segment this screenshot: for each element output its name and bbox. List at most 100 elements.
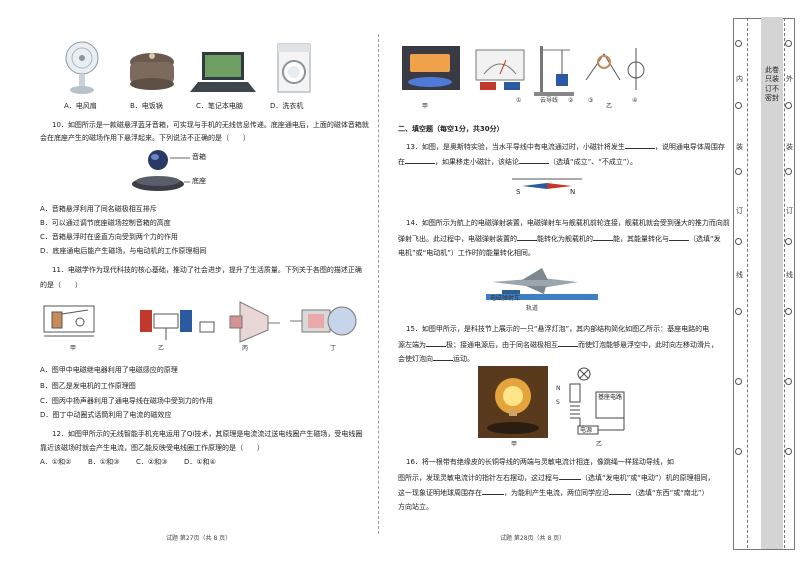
compass-needle-figure	[512, 178, 582, 189]
rice-cooker-image	[130, 53, 174, 90]
wireless-charger-image	[402, 46, 460, 90]
q12-option-c: C．②和③	[136, 458, 168, 466]
q16-line-2: 图所示，发现灵敏电流计的指针左右摆动，这过程与（选填“发电机”或“电动”）机的原…	[398, 474, 715, 482]
q10-option-c: C．音箱悬浮时在竖直方向受到两个力的作用	[40, 233, 178, 241]
electric-fan-image	[65, 41, 99, 94]
floating-bulb-circuit	[569, 367, 625, 435]
binding-strip: 内 装 订 线 外 装 订 线 此卷只装订不密封	[733, 17, 795, 550]
strip-hole	[785, 102, 792, 109]
right-page-footer: 试题 第28页（共 8 页）	[500, 535, 566, 542]
maglev-speaker-figure	[132, 150, 190, 191]
magnet-stand-image	[534, 46, 574, 96]
q11-option-b: B．图乙是发电机的工作原理图	[40, 382, 136, 390]
fig-caption-wire: 云导线	[540, 97, 559, 104]
section-heading: 二、填空题（每空1分，共30分）	[398, 125, 504, 133]
fig-label-3: ③	[588, 97, 594, 104]
left-page-footer: 试题 第27页（共 8 页）	[166, 535, 232, 542]
fig-label-bing: 丙	[242, 345, 249, 352]
strip-inner-char-4: 线	[736, 271, 743, 279]
strip-hole	[735, 168, 742, 175]
galvanometer-image	[475, 49, 525, 90]
q13-line-1: 13．如图，是奥斯特实验，当水平导线中有电流通过时，小磁针将发生，说明通电导体周…	[406, 143, 725, 151]
q12-text-1: 12．如图甲所示的无线智能手机充电运用了Qi技术，其原理是电流流过送电线圈产生磁…	[52, 430, 363, 438]
fig-label-jia: 甲	[70, 345, 77, 352]
q14-line-1: 14．如图所示为航上的电磁弹射装置，电磁弹射车与舰载机前轮连接，舰载机就会受到强…	[406, 219, 730, 227]
strip-outer-dashline	[784, 18, 785, 548]
needle-label-n: N	[570, 188, 576, 196]
q9-option-d: D．洗衣机	[270, 102, 304, 110]
q11-text-1: 11．电磁学作为现代科技的核心基础，推动了社会进步，提升了生活质量。下列关于各图…	[52, 266, 362, 274]
strip-outer-char-3: 订	[786, 207, 793, 215]
strip-hole	[785, 308, 792, 315]
q10-text-2: 会在底座产生的磁场作用下悬浮起来。下列说法不正确的是（ ）	[40, 134, 250, 142]
laptop-image	[190, 52, 256, 92]
q15-line-2: 源左端为极；接通电源后，由于同名磁极相互而使灯泡能够悬浮空中，此时向左移动滑片，	[398, 341, 718, 349]
motor-figure	[140, 310, 215, 340]
strip-hole	[785, 448, 792, 455]
label-base: 底座	[192, 177, 206, 185]
appliance-figures	[65, 41, 311, 94]
q16-line-3: 这一现象证明地球周围存在，为能利产生电流，两位同学应沿（选填“东西”或“南北”）	[398, 489, 709, 497]
strip-inner-dashline	[747, 18, 748, 548]
fig-label-jia: 甲	[422, 103, 429, 110]
fig-label-jia-bulb: 甲	[511, 441, 518, 448]
fig-label-yi: 乙	[158, 345, 165, 352]
relay-figure	[43, 305, 95, 337]
q14-line-3: 电机”或“电动机”）工作时的能量转化相同。	[398, 249, 535, 257]
fig-label-ding: 丁	[330, 345, 337, 352]
q9-option-c: C．笔记本电脑	[196, 102, 243, 110]
label-n-pole: N	[556, 385, 561, 392]
q12-option-a: A．①和②	[40, 458, 72, 466]
q14-line-2: 弹射飞出。此过程中，电磁弹射装置的能转化为舰载机的能，其能量转化与（选填“发	[398, 235, 721, 243]
floating-bulb-photo	[478, 366, 548, 438]
microphone-figure	[290, 306, 357, 336]
electromagnetism-figures	[43, 301, 357, 343]
strip-inner-char-2: 装	[736, 143, 743, 151]
q10-text-1: 10．如图所示是一款磁悬浮蓝牙音箱，可实现与手机的无线信息传递。底座通电后，上面…	[52, 121, 369, 129]
strip-hole	[785, 40, 792, 47]
q12-figures	[402, 46, 645, 96]
q11-option-d: D．图丁中动圈式话筒利用了电流的磁效应	[40, 411, 172, 419]
q12-option-b: B．①和③	[88, 458, 120, 466]
q9-option-b: B．电饭锅	[130, 102, 163, 110]
strip-hole	[735, 238, 742, 245]
q15-line-3: 会使灯泡向运动。	[398, 355, 474, 363]
strip-inner-char-1: 内	[736, 75, 743, 83]
strip-hole	[735, 448, 742, 455]
q11-text-2: 的是（ ）	[40, 281, 82, 289]
right-page: 甲 云导线 乙 ① ② ③ ④ 二、填空题（每空1分，共30分） 13．如图，是…	[392, 0, 730, 566]
label-power-source: 电源	[580, 427, 593, 434]
q11-option-a: A．图甲中电磁继电器利用了电磁感应的原理	[40, 366, 178, 374]
strip-gray-band	[761, 17, 783, 549]
strip-hole	[785, 238, 792, 245]
speaker-figure	[229, 301, 280, 343]
fig-label-yi: 乙	[606, 103, 613, 110]
label-track: 轨道	[526, 305, 539, 312]
q16-line-4: 方向站立。	[398, 503, 433, 511]
coil-experiment-image	[585, 48, 645, 90]
strip-hole	[735, 308, 742, 315]
strip-hole	[785, 168, 792, 175]
q9-option-a: A．电风扇	[64, 102, 97, 110]
label-speaker: 音箱	[192, 153, 206, 161]
q12-option-d: D．①和④	[184, 458, 216, 466]
strip-outer-char-2: 装	[786, 143, 793, 151]
strip-inner-char-3: 订	[736, 207, 743, 215]
q10-option-b: B．可以通过调节底座磁场控制音箱的高度	[40, 219, 171, 227]
q12-text-2: 靠近该磁场时就会产生电流，图乙能反映受电线圈工作原理的是（ ）	[40, 444, 264, 452]
q16-line-1: 16．将一根带有绝缘皮的长铜导线的两端与灵敏电流计相连，像跳绳一样摇动导线，如	[406, 458, 674, 466]
needle-label-s: S	[516, 188, 521, 196]
strip-hole	[735, 102, 742, 109]
fig-label-1: ①	[516, 97, 522, 104]
label-s-pole: S	[556, 399, 560, 406]
q10-option-d: D．底座通电后能产生磁场，与电动机的工作原理相同	[40, 247, 207, 255]
q11-option-c: C．图丙中扬声器利用了通电导线在磁场中受到力的作用	[40, 397, 213, 405]
fig-label-yi-circuit: 乙	[596, 441, 603, 448]
q13-line-2: 在，如果移走小磁针，该结论（选填“成立”、“不成立”）。	[398, 158, 638, 166]
page-divider	[378, 34, 379, 534]
label-base-circuit: 基座电路	[598, 394, 623, 401]
strip-outer-char-4: 线	[786, 271, 793, 279]
q10-option-a: A．音箱悬浮利用了同名磁极相互排斥	[40, 205, 157, 213]
q15-line-1: 15．如图甲所示，是科技节上展示的一只“悬浮灯泡”，其内部结构简化如图乙所示：基…	[406, 325, 710, 333]
fig-label-4: ④	[632, 97, 638, 104]
